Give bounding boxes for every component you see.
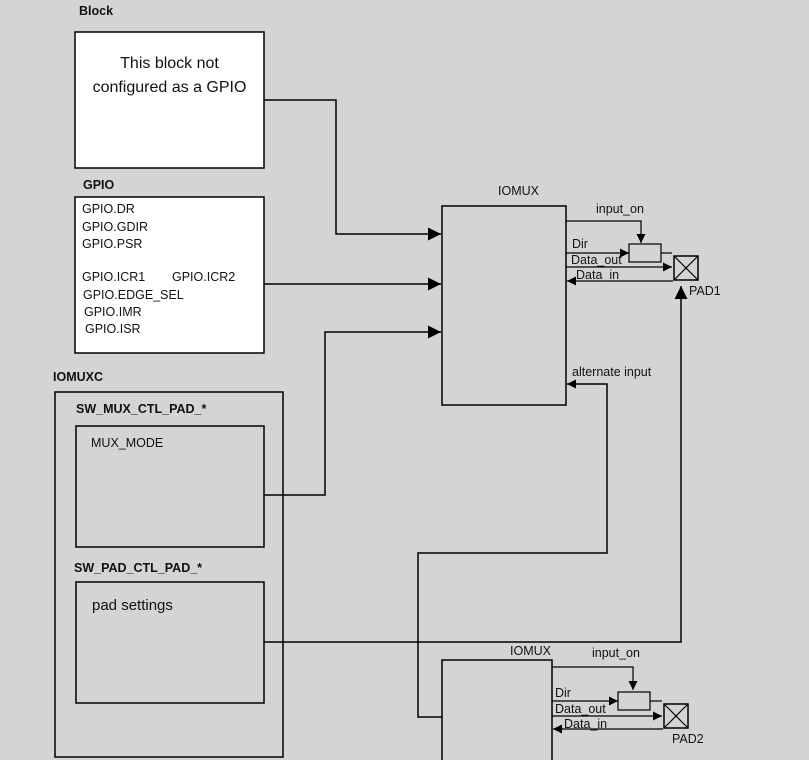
- pad-settings-to-pad1-wire: [264, 286, 688, 643]
- iomux1-input-on-wire: [566, 220, 646, 243]
- gpio-register-icr2: GPIO.ICR2: [172, 270, 236, 284]
- iomux2-title: IOMUX: [510, 644, 551, 658]
- pad2-cross-b: [663, 703, 689, 729]
- block-text-line1: This block not: [120, 55, 219, 72]
- block-box: [74, 31, 265, 169]
- iomux1-input-on-label: input_on: [596, 202, 644, 216]
- gpio-box: [74, 196, 265, 354]
- gpio-register-gdir: GPIO.GDIR: [82, 220, 148, 234]
- gpio-register-psr: GPIO.PSR: [82, 237, 143, 251]
- iomux1-box: [441, 205, 567, 406]
- iomux2-input-on-wire: [552, 666, 638, 690]
- mux-ctl-title: SW_MUX_CTL_PAD_*: [76, 402, 207, 416]
- pad1-cross-b: [673, 255, 699, 281]
- alternate-input-label: alternate input: [572, 365, 652, 379]
- gpio-register-dr: GPIO.DR: [82, 202, 135, 216]
- iomux2-data-in-label: Data_in: [564, 717, 608, 731]
- iomux1-title: IOMUX: [498, 184, 539, 198]
- pad2-label: PAD2: [672, 732, 704, 746]
- gpio-register-imr: GPIO.IMR: [84, 305, 142, 319]
- mux-mode-label: MUX_MODE: [91, 436, 164, 450]
- block-text-line2: configured as a GPIO: [92, 79, 247, 96]
- iomux1-data-in-label: Data_in: [576, 268, 620, 282]
- pad1-label: PAD1: [689, 284, 721, 298]
- iomux2-buffer: [617, 691, 651, 711]
- alternate-input-wire: [417, 379, 608, 718]
- block-description: This block not configured as a GPIO: [75, 52, 264, 100]
- iomux2-data-out-label: Data_out: [555, 702, 606, 716]
- mux-mode-to-iomux-wire: [264, 325, 441, 496]
- pad-settings-label: pad settings: [92, 597, 173, 614]
- iomux2-input-on-label: input_on: [592, 646, 640, 660]
- gpio-register-edge-sel: GPIO.EDGE_SEL: [83, 288, 184, 302]
- page-bottom-edge: [0, 760, 809, 763]
- block-to-iomux-wire: [264, 99, 441, 241]
- iomuxc-title: IOMUXC: [53, 370, 103, 384]
- gpio-title: GPIO: [83, 178, 115, 192]
- iomux1-dir-label: Dir: [572, 237, 588, 251]
- iomux2-box: [441, 659, 553, 763]
- gpio-register-icr1: GPIO.ICR1: [82, 270, 146, 284]
- pad-ctl-title: SW_PAD_CTL_PAD_*: [74, 561, 203, 575]
- iomux1-data-out-label: Data_out: [571, 253, 622, 267]
- pad-ctl-box: [75, 581, 265, 704]
- mux-ctl-box: [75, 425, 265, 548]
- iomux2-dir-label: Dir: [555, 686, 571, 700]
- iomux1-buffer: [628, 243, 662, 263]
- block-title: Block: [79, 4, 114, 18]
- gpio-register-isr: GPIO.ISR: [85, 322, 141, 336]
